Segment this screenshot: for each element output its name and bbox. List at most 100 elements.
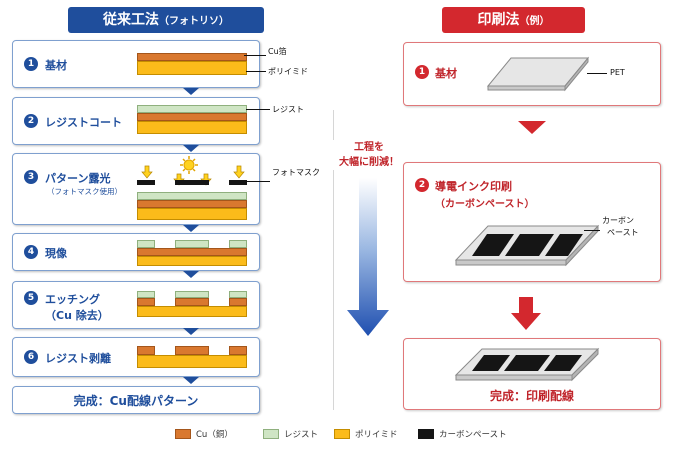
cu-pattern — [229, 346, 247, 355]
step-title: レジストコート — [45, 116, 122, 129]
step-number: 6 — [24, 350, 38, 364]
step-number: 4 — [24, 245, 38, 259]
conventional-method-subtitle: （フォトリソ） — [159, 16, 229, 27]
step-title: 現像 — [45, 247, 67, 260]
down-arrow-icon — [183, 377, 199, 384]
step-title: エッチング — [45, 293, 100, 306]
conventional-method-header: 従来工法（フォトリソ） — [68, 7, 264, 33]
cu-layer — [137, 113, 247, 121]
pet-callout: PET — [610, 68, 625, 77]
step-subtitle: （フォトマスク使用） — [47, 187, 122, 196]
callout-line — [246, 181, 270, 182]
printing-method-subtitle: （例） — [519, 16, 550, 27]
cu-layer — [137, 200, 247, 208]
resist-pattern — [175, 291, 209, 298]
step-reduction-line1: 工程を — [354, 142, 384, 153]
step-title: パターン露光 — [45, 172, 111, 185]
legend-swatch-carbon — [418, 429, 434, 439]
step-number: 2 — [24, 114, 38, 128]
cu-foil-callout: Cu箔 — [268, 47, 287, 56]
photomask-callout: フォトマスク — [272, 168, 320, 177]
down-arrow-icon — [183, 145, 199, 152]
pet-film-illustration — [486, 56, 590, 92]
step-number: 2 — [415, 178, 429, 192]
cu-pattern — [175, 346, 209, 355]
step-pattern-exposure: 3 パターン露光 （フォトマスク使用） — [12, 153, 260, 225]
resist-pattern — [175, 240, 209, 248]
step-title: 基材 — [435, 67, 457, 80]
print-step-ink-printing: 2 導電インク印刷 （カーボンペースト） カーボン ペースト — [403, 162, 661, 282]
cu-pattern — [137, 346, 155, 355]
printing-result-box: 完成：印刷配線 — [403, 338, 661, 410]
print-step-substrate: 1 基材 PET — [403, 42, 661, 106]
printing-method-header: 印刷法（例） — [442, 7, 585, 33]
printed-carbon-illustration — [454, 224, 600, 267]
legend-label-resist: レジスト — [284, 430, 319, 440]
legend-swatch-resist — [263, 429, 279, 439]
big-down-arrow-icon — [347, 178, 389, 336]
resist-pattern — [229, 291, 247, 298]
down-arrow-icon — [183, 225, 199, 232]
photomask-segment — [229, 180, 247, 185]
step-title: 基材 — [45, 59, 67, 72]
polyimide-layer — [137, 306, 247, 317]
legend-label-cu: Cu（銅） — [196, 430, 233, 440]
down-arrow-icon — [518, 121, 546, 134]
cu-pattern — [137, 298, 155, 306]
resist-callout: レジスト — [272, 105, 304, 114]
legend-label-polyimide: ポリイミド — [355, 430, 398, 440]
printed-wiring-illustration — [454, 347, 600, 382]
conventional-result-box: 完成：Cu配線パターン — [12, 386, 260, 414]
step-reduction-note: 工程を 大幅に削減！ — [324, 140, 414, 170]
step-etching: 5 エッチング （Cu 除去） — [12, 281, 260, 329]
down-arrow-icon — [183, 88, 199, 95]
light-source-icon — [180, 156, 198, 174]
legend-label-carbon: カーボンペースト — [439, 430, 507, 440]
legend-swatch-cu — [175, 429, 191, 439]
step-reduction-line2: 大幅に削減！ — [339, 157, 399, 168]
resist-layer — [137, 105, 247, 113]
resist-pattern — [137, 240, 155, 248]
callout-line — [584, 230, 600, 231]
step-number: 1 — [24, 57, 38, 71]
step-title: レジスト剥離 — [45, 352, 111, 365]
conventional-result-text: 完成：Cu配線パターン — [73, 394, 199, 408]
step-title: 導電インク印刷 — [435, 180, 512, 193]
cu-pattern — [175, 298, 209, 306]
photomask-segment — [137, 180, 155, 185]
down-arrow-icon — [183, 328, 199, 335]
step-title-note: （Cu 除去） — [45, 309, 109, 322]
column-divider — [333, 110, 334, 410]
printing-result-text: 完成：印刷配線 — [489, 389, 574, 403]
step-number: 3 — [24, 170, 38, 184]
conventional-method-title: 従来工法 — [103, 12, 159, 28]
resist-pattern — [229, 240, 247, 248]
step-resist-coat: 2 レジストコート — [12, 97, 260, 145]
step-development: 4 現像 — [12, 233, 260, 271]
resist-pattern — [137, 291, 155, 298]
printing-method-title: 印刷法 — [477, 12, 520, 28]
carbon-paste-callout-line1: カーボン — [602, 216, 634, 225]
callout-line — [587, 73, 607, 74]
polyimide-layer — [137, 121, 247, 134]
callout-line — [246, 109, 270, 110]
polyimide-layer — [137, 256, 247, 266]
resist-layer — [137, 192, 247, 200]
cu-pattern — [229, 298, 247, 306]
down-arrow-icon — [183, 271, 199, 278]
polyimide-callout: ポリイミド — [268, 67, 308, 76]
carbon-paste-callout-line2: ペースト — [607, 228, 639, 237]
step-number: 1 — [415, 65, 429, 79]
polyimide-layer — [137, 208, 247, 220]
legend-swatch-polyimide — [334, 429, 350, 439]
callout-line — [244, 55, 266, 56]
step-number: 5 — [24, 291, 38, 305]
step-title-note: （カーボンペースト） — [435, 199, 535, 210]
step-resist-strip: 6 レジスト剥離 — [12, 337, 260, 377]
callout-line — [246, 71, 266, 72]
down-arrow-icon — [511, 297, 541, 330]
step-substrate: 1 基材 — [12, 40, 260, 88]
cu-layer — [137, 53, 247, 61]
cu-layer — [137, 248, 247, 256]
